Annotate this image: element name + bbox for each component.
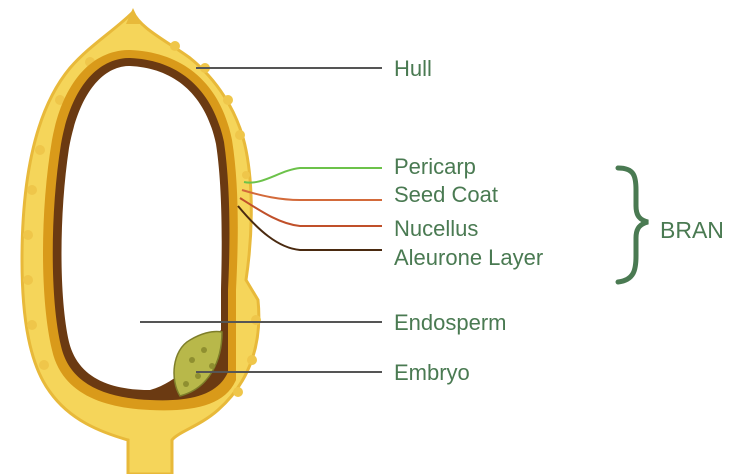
bran-group: BRAN [618,168,724,282]
labels: Hull Pericarp Seed Coat Nucellus Aleuron… [394,56,543,385]
bran-brace [618,168,648,282]
nucellus-leader [240,198,382,226]
seed-coat-leader [242,190,382,200]
label-hull: Hull [394,56,432,81]
pericarp-leader [244,168,382,183]
label-endosperm: Endosperm [394,310,507,335]
label-aleurone-layer: Aleurone Layer [394,245,543,270]
label-seed-coat: Seed Coat [394,182,498,207]
aleurone-leader [238,206,382,250]
label-nucellus: Nucellus [394,216,478,241]
label-embryo: Embryo [394,360,470,385]
grain-illustration [22,8,261,474]
label-bran: BRAN [660,217,724,243]
label-pericarp: Pericarp [394,154,476,179]
